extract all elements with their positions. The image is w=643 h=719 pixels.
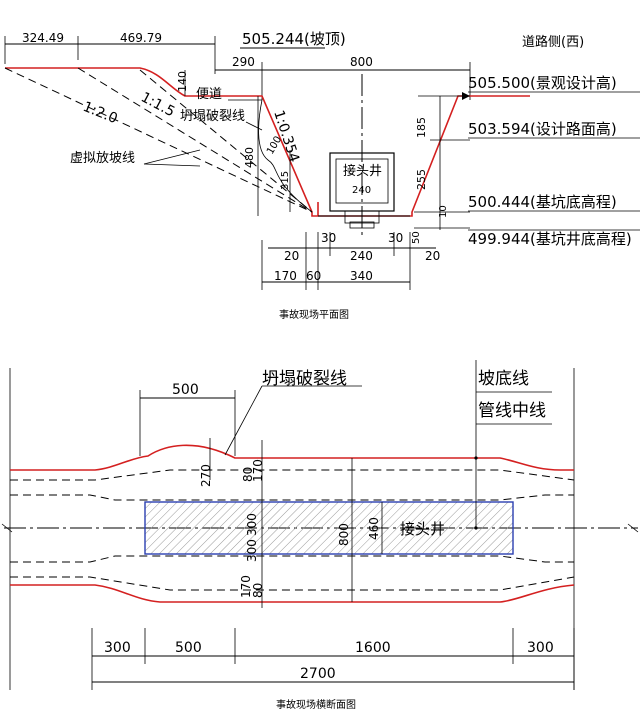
dim-460-v: 460 xyxy=(367,517,381,540)
bottom-dim-240: 240 xyxy=(350,249,373,263)
bottom-dim-170: 170 xyxy=(274,269,297,283)
path-label: 便道 xyxy=(196,87,222,102)
bottom-dim-2700: 2700 xyxy=(300,666,336,682)
dim-270: 270 xyxy=(199,464,213,487)
bottom-dim-20b: 20 xyxy=(425,249,440,263)
plan-collapse-label: 坍塌破裂线 xyxy=(262,369,347,389)
plan-well-outline xyxy=(144,501,514,555)
collapse-line-label: 坍塌破裂线 xyxy=(180,109,245,124)
dim-500-top: 500 xyxy=(172,382,199,398)
section-caption: 事故现场平面图 xyxy=(279,308,349,321)
bottom-dim-30a: 30 xyxy=(321,231,336,245)
elev-500444: 500.444(基坑底高程) xyxy=(468,193,617,211)
slope-1-2: 1:2.0 xyxy=(81,99,120,127)
dim-800: 800 xyxy=(350,55,373,69)
section-view: 324.49 469.79 505.244(坡顶) 290 800 道路侧(西)… xyxy=(4,30,640,321)
crest-elevation-label: 505.244(坡顶) xyxy=(242,30,346,48)
elevation-markers: 505.500(景观设计高) 503.594(设计路面高) 500.444(基坑… xyxy=(411,74,640,248)
bottom-dim-340: 340 xyxy=(350,269,373,283)
dim-50: 50 xyxy=(411,231,422,244)
dim-80a: 80 xyxy=(241,467,255,482)
dim-480: 480 xyxy=(243,147,256,168)
dim-170a: 170 xyxy=(251,459,265,482)
toe-line-label: 坡底线 xyxy=(478,369,529,389)
well-label: 接头井 xyxy=(343,163,382,179)
road-side-label: 道路侧(西) xyxy=(522,34,584,50)
virtual-slope-label: 虚拟放坡线 xyxy=(70,151,135,166)
dim-170b: 170 xyxy=(239,575,253,598)
slope-1-15: 1:1.5 xyxy=(138,89,177,120)
bottom-dim-500: 500 xyxy=(175,640,202,656)
pipe-center-label: 管线中线 xyxy=(478,401,546,421)
elev-499944: 499.944(基坑井底高程) xyxy=(468,230,632,248)
bottom-dim-300b: 300 xyxy=(527,640,554,656)
well-dim-240: 240 xyxy=(352,185,371,196)
bottom-dim-300a: 300 xyxy=(104,640,131,656)
dim-255: 255 xyxy=(415,169,428,190)
elev-505500: 505.500(景观设计高) xyxy=(468,74,617,92)
bottom-dim-30b: 30 xyxy=(388,231,403,245)
dim-800-v: 800 xyxy=(337,523,351,546)
bottom-dim-1600: 1600 xyxy=(355,640,391,656)
dim-290: 290 xyxy=(232,55,255,69)
elev-503594: 503.594(设计路面高) xyxy=(468,120,617,138)
dim-300a: 300 xyxy=(245,513,259,536)
dim-315: 315 xyxy=(280,171,291,190)
dim-80b: 80 xyxy=(251,583,265,598)
bottom-dim-20a: 20 xyxy=(284,249,299,263)
top-dim-324: 324.49 xyxy=(22,31,64,45)
plan-view: 接头井 800 460 270 80 170 300 300 170 80 50… xyxy=(1,360,639,711)
dim-300b: 300 xyxy=(245,539,259,562)
plan-caption: 事故现场横断面图 xyxy=(276,698,356,711)
dim-10: 10 xyxy=(438,205,449,218)
dim-185: 185 xyxy=(415,117,428,138)
top-dim-469: 469.79 xyxy=(120,31,162,45)
dim-140: 140 xyxy=(176,71,189,92)
bottom-dim-60: 60 xyxy=(306,269,321,283)
plan-well-label: 接头井 xyxy=(400,520,445,538)
